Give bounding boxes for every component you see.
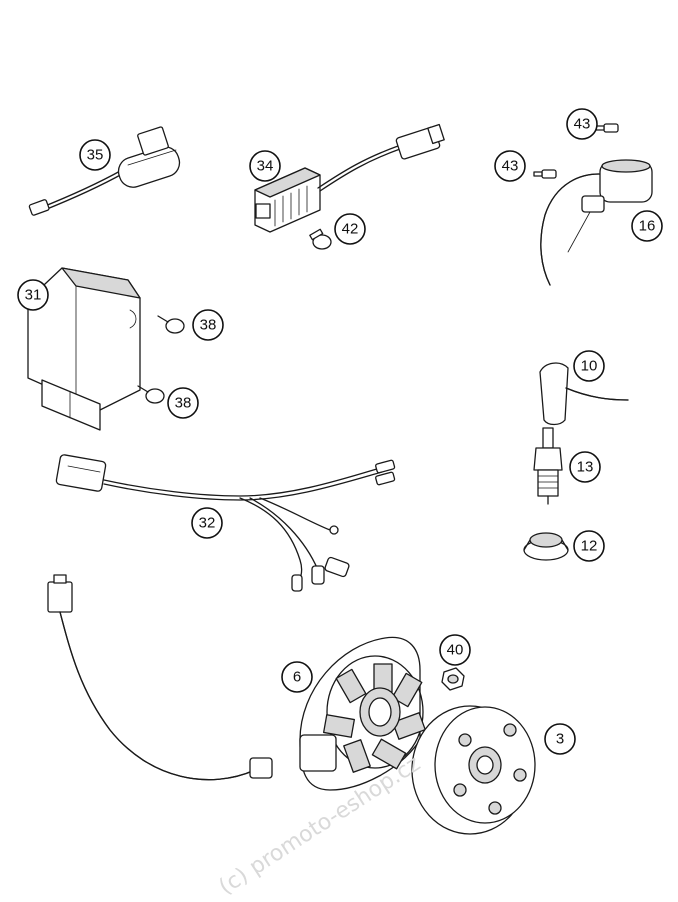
part-10-spark-plug-cap: [539, 362, 629, 426]
callout-3: 3: [544, 723, 576, 755]
part-43-screws: [533, 123, 619, 179]
part-3-flywheel: [411, 705, 536, 835]
callout-35-label: 35: [87, 147, 104, 164]
callout-10-label: 10: [581, 358, 598, 375]
callout-38-upper: 38: [192, 309, 224, 341]
callout-12-label: 12: [581, 538, 598, 555]
callout-43-lower-label: 43: [502, 158, 519, 175]
callout-10: 10: [573, 350, 605, 382]
callout-13-label: 13: [577, 459, 594, 476]
callout-32-label: 32: [199, 515, 216, 532]
callout-43-lower: 43: [494, 150, 526, 182]
callout-42-label: 42: [342, 221, 359, 238]
callout-40-label: 40: [447, 642, 464, 659]
callout-35: 35: [79, 139, 111, 171]
part-31-cdi-unit: [27, 267, 141, 431]
callout-16-label: 16: [639, 218, 656, 235]
part-12-washer: [523, 532, 569, 561]
callout-43-upper-label: 43: [574, 116, 591, 133]
callout-40: 40: [439, 634, 471, 666]
part-34-regulator: [254, 123, 445, 233]
callout-42: 42: [334, 213, 366, 245]
callout-34-label: 34: [257, 158, 274, 175]
callout-16: 16: [631, 210, 663, 242]
part-32-wiring-harness: [55, 454, 396, 592]
callout-38-lower-label: 38: [175, 395, 192, 412]
callout-32: 32: [191, 507, 223, 539]
callout-38-upper-label: 38: [200, 317, 217, 334]
callout-34: 34: [249, 150, 281, 182]
callout-31-label: 31: [25, 287, 42, 304]
callout-6-label: 6: [293, 669, 301, 686]
callout-38-lower: 38: [167, 387, 199, 419]
callout-6: 6: [281, 661, 313, 693]
callout-12: 12: [573, 530, 605, 562]
part-35-connector: [28, 126, 181, 216]
callout-43-upper: 43: [566, 108, 598, 140]
callout-3-label: 3: [556, 731, 564, 748]
part-stator-cable: [47, 574, 273, 781]
part-6-stator: [299, 636, 426, 791]
part-16-ignition-coil: [540, 159, 653, 286]
callout-13: 13: [569, 451, 601, 483]
part-13-spark-plug: [533, 427, 563, 505]
part-38-bolts: [137, 315, 185, 404]
part-40-nut: [441, 667, 465, 691]
part-42-bolt: [309, 228, 332, 250]
callout-31: 31: [17, 279, 49, 311]
